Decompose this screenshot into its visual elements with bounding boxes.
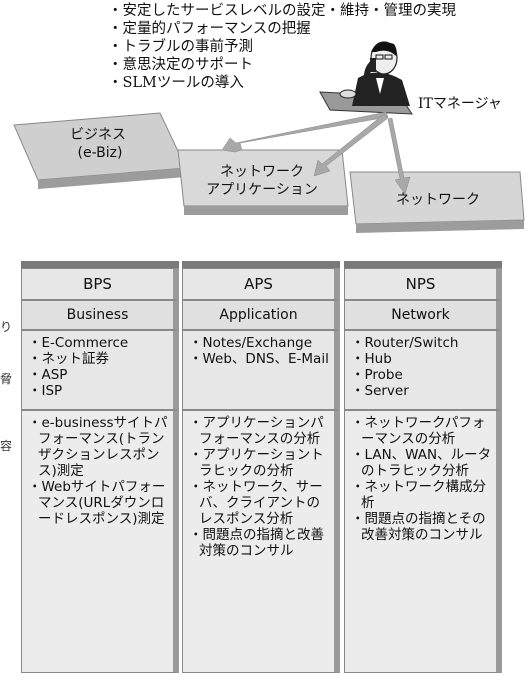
arrow-to-business [221, 111, 389, 153]
edge-text: り [0, 320, 13, 334]
goal-item: 意思決定のサポート [108, 56, 456, 74]
list-item: アプリケーションパフォーマンスの分析 [189, 415, 330, 447]
list-item: Hub [351, 351, 492, 367]
it-manager-illustration [319, 41, 413, 115]
list-item: LAN、WAN、ルータのトラヒック分析 [351, 447, 492, 479]
list-item: アプリケーショントラヒックの分析 [189, 447, 330, 479]
list-item: Notes/Exchange [189, 335, 330, 351]
arrow-to-application [313, 113, 389, 177]
arrow-to-network [387, 117, 411, 195]
goal-item: トラブルの事前予測 [108, 38, 456, 56]
list-item: ネットワークパフォーマンスの分析 [351, 415, 492, 447]
column-subtitle: Network [344, 300, 502, 330]
column-title: APS [182, 268, 340, 300]
column-description: e-businessサイトパフォーマンス(トランザクションレスポンス)測定 We… [21, 410, 179, 673]
list-item: Probe [351, 367, 492, 383]
column-title: NPS [344, 268, 502, 300]
list-item: ネットワーク、サーバ、クライアントのレスポンス分析 [189, 479, 330, 527]
list-item: ASP [28, 367, 169, 383]
column-bps: BPS Business E-Commerce ネット証券 ASP ISP e-… [21, 261, 179, 673]
layer-slabs: ビジネス (e-Biz) ネットワーク アプリケーション ネットワーク [13, 111, 525, 233]
list-item: Router/Switch [351, 335, 492, 351]
layer-network-line1: ネットワーク [396, 192, 480, 208]
column-items: Router/Switch Hub Probe Server [344, 330, 502, 410]
list-item: ネット証券 [28, 351, 169, 367]
it-manager-label: ITマネージャ [418, 96, 502, 112]
list-item: E-Commerce [28, 335, 169, 351]
list-item: Server [351, 383, 492, 399]
goal-item: 安定したサービスレベルの設定・維持・管理の実現 [108, 2, 457, 20]
column-title: BPS [21, 268, 179, 300]
column-subtitle: Application [182, 300, 340, 330]
layer-business-line1: ビジネス [70, 127, 126, 143]
list-item: ISP [28, 383, 169, 399]
list-item: 問題点の指摘と改善対策のコンサル [189, 527, 330, 559]
column-items: Notes/Exchange Web、DNS、E-Mail [182, 330, 340, 410]
goal-item: 定量的パフォーマンスの把握 [108, 20, 456, 38]
layer-business-line2: (e-Biz) [78, 145, 123, 161]
column-description: ネットワークパフォーマンスの分析 LAN、WAN、ルータのトラヒック分析 ネット… [344, 410, 502, 673]
goals-list: 安定したサービスレベルの設定・維持・管理の実現 定量的パフォーマンスの把握 トラ… [108, 2, 457, 92]
list-item: Web、DNS、E-Mail [189, 351, 330, 367]
list-item: e-businessサイトパフォーマンス(トランザクションレスポンス)測定 [28, 415, 169, 479]
list-item: ネットワーク構成分析 [351, 479, 492, 511]
layer-application-line2: アプリケーション [206, 182, 318, 198]
edge-text: 脅 [0, 372, 13, 386]
column-description: アプリケーションパフォーマンスの分析 アプリケーショントラヒックの分析 ネットワ… [182, 410, 340, 673]
edge-text: 容 [0, 439, 13, 453]
column-nps: NPS Network Router/Switch Hub Probe Serv… [344, 261, 502, 673]
column-items: E-Commerce ネット証券 ASP ISP [21, 330, 179, 410]
layer-application-line1: ネットワーク [220, 164, 304, 180]
goal-item: SLMツールの導入 [108, 74, 456, 92]
list-item: 問題点の指摘とその改善対策のコンサル [351, 511, 492, 543]
list-item: Webサイトパフォーマンス(URLダウンロードレスポンス)測定 [28, 479, 169, 527]
column-aps: APS Application Notes/Exchange Web、DNS、E… [182, 261, 340, 673]
column-subtitle: Business [21, 300, 179, 330]
